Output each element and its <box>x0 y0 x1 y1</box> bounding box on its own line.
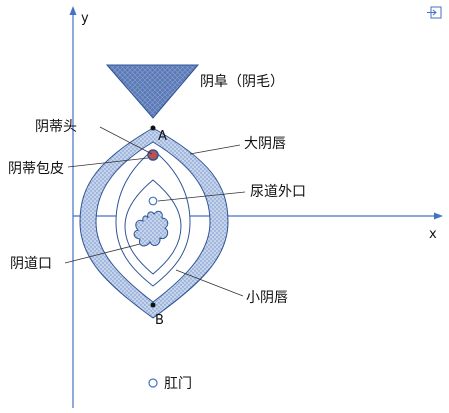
anus-marker <box>148 378 158 388</box>
leader-clitoris-glans <box>99 126 153 155</box>
y-axis-arrow <box>69 6 77 15</box>
clitoris-marker <box>147 149 159 161</box>
mons-pubis-label: 阴阜（阴毛） <box>200 73 284 90</box>
clitoris-glans-label: 阴蒂头 <box>35 119 77 135</box>
labia-majora-shape <box>79 127 229 319</box>
leader-labia-minora <box>175 269 244 297</box>
point-b-marker <box>150 302 156 308</box>
leader-urethral-opening <box>157 191 246 202</box>
x-axis-arrow <box>434 212 443 220</box>
leader-labia-majora <box>189 144 241 155</box>
labia-majora-label: 大阴唇 <box>244 136 286 152</box>
vaginal-opening-label: 阴道口 <box>10 256 52 272</box>
clitoral-hood-label: 阴蒂包皮 <box>8 161 64 177</box>
y-axis-label: y <box>81 11 89 26</box>
x-axis-label: x <box>429 227 437 242</box>
leader-lines <box>64 126 246 297</box>
leader-clitoral-hood <box>67 157 149 168</box>
leader-vaginal-opening <box>64 243 141 264</box>
anus-label: 肛门 <box>164 376 192 392</box>
mons-pubis-shape <box>105 64 200 119</box>
point-b-label: B <box>155 313 164 328</box>
export-icon[interactable] <box>427 6 442 19</box>
urethral-opening-marker <box>148 196 158 206</box>
point-a-marker <box>150 125 156 131</box>
vaginal-opening-shape <box>133 210 169 247</box>
urethral-opening-label: 尿道外口 <box>250 184 306 200</box>
point-a-label: A <box>158 129 167 144</box>
labia-minora-label: 小阴唇 <box>246 290 288 306</box>
